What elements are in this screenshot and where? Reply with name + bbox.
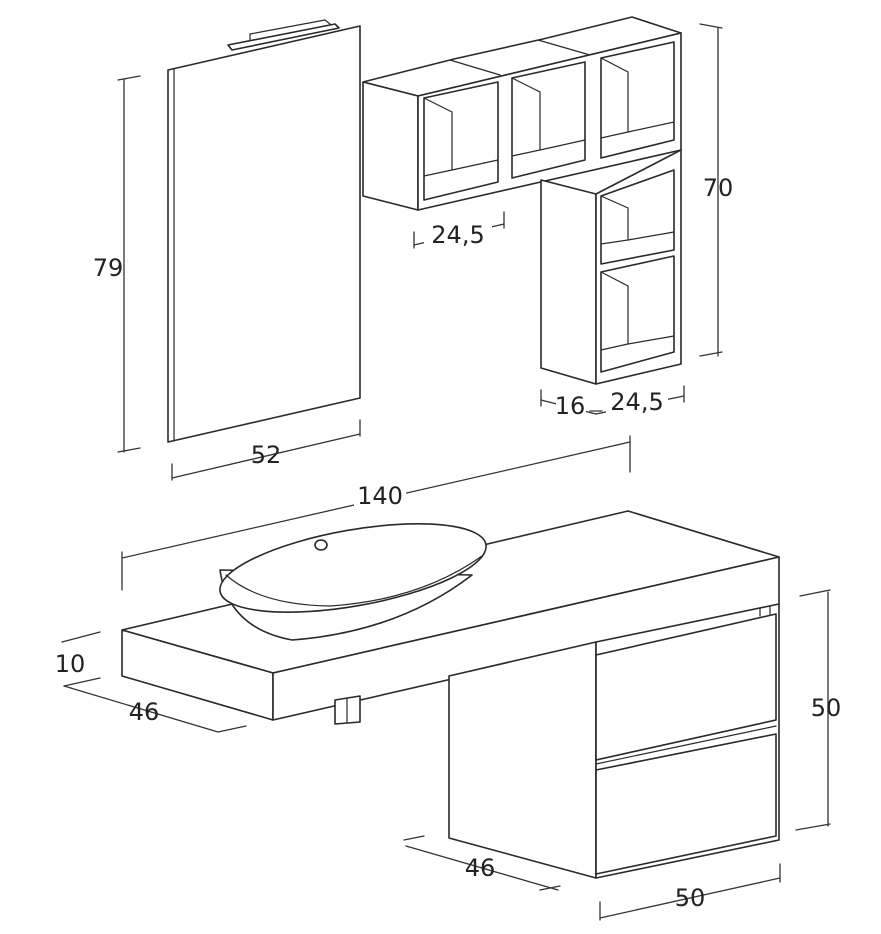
column-depth-label: 16 — [555, 392, 586, 420]
vessel-basin — [219, 523, 487, 641]
drain-pipe — [334, 695, 361, 725]
drawer-cabinet — [448, 603, 780, 879]
cabinet-height-label: 50 — [811, 694, 842, 722]
top-depth-label: 46 — [129, 698, 160, 726]
top-length-label: 140 — [357, 482, 403, 510]
wall-shelf-unit — [362, 16, 682, 211]
mirror — [167, 19, 361, 443]
mirror-height-label: 79 — [93, 254, 124, 282]
mirror-width-label: 52 — [251, 441, 282, 469]
top-thickness-label: 10 — [55, 650, 86, 678]
cabinet-depth-label: 46 — [465, 854, 496, 882]
tall-column-shelf — [540, 149, 682, 385]
column-width-label: 24,5 — [610, 388, 663, 416]
cabinet-width-label: 50 — [675, 884, 706, 912]
shelf-cube-width-label: 24,5 — [431, 221, 484, 249]
column-height-label: 70 — [703, 174, 734, 202]
